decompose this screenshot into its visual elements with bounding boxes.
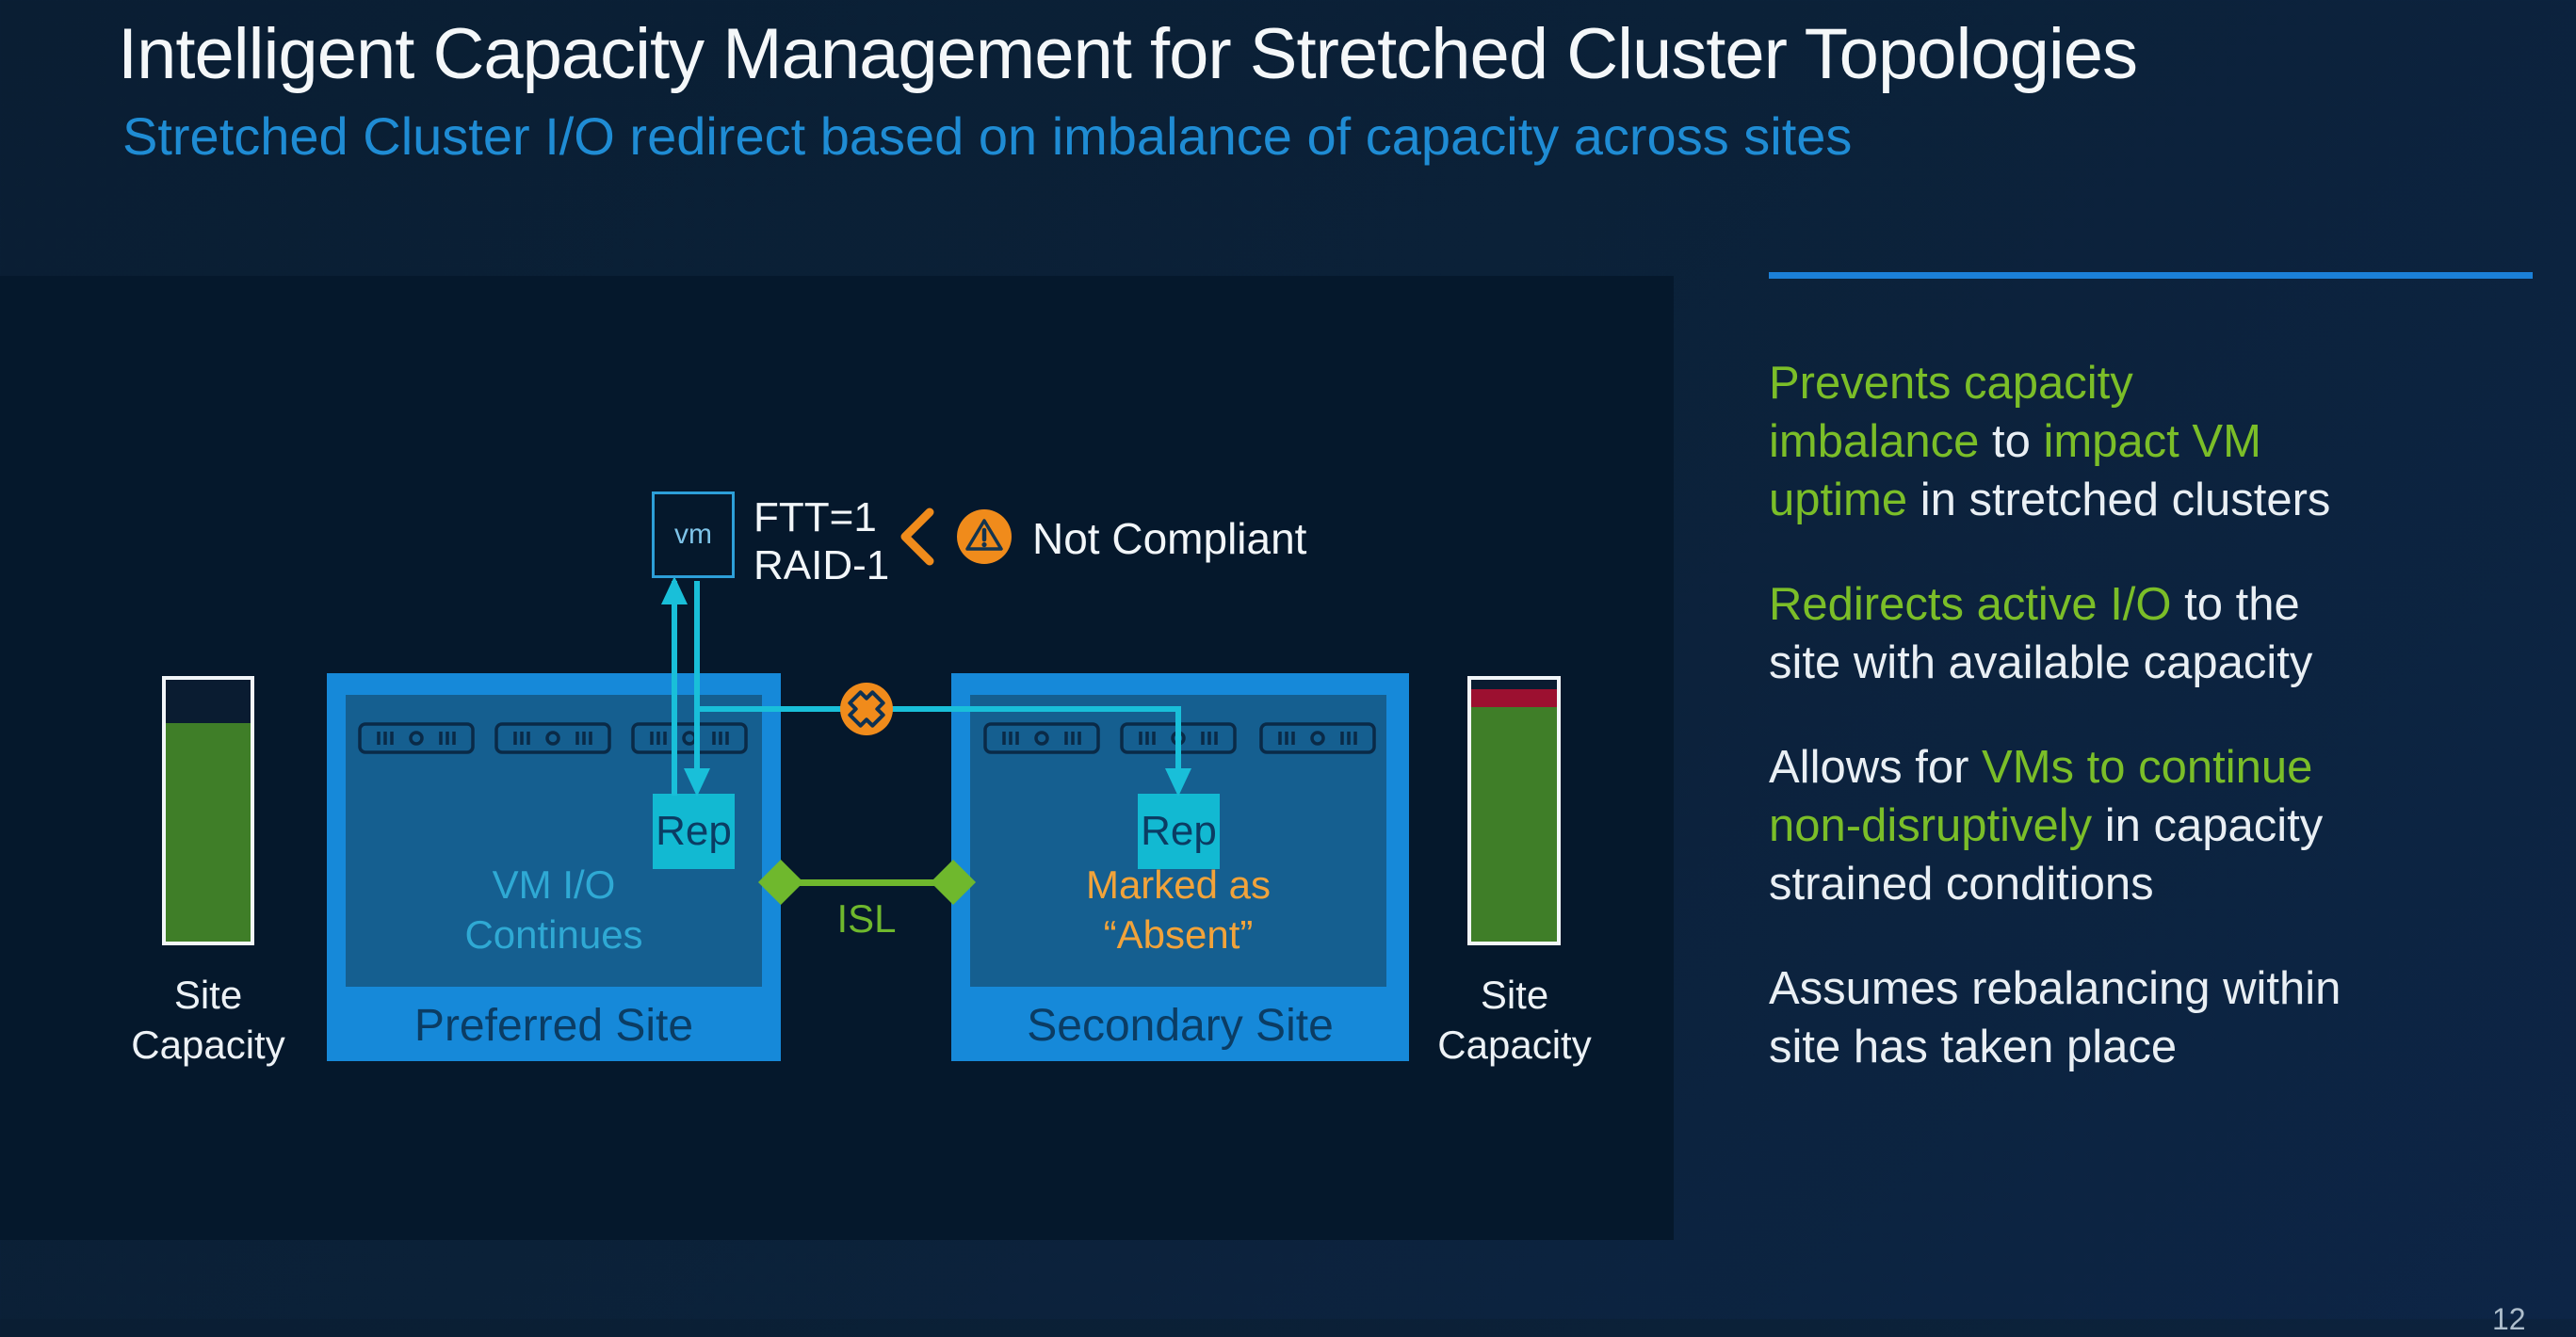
arrow-down-icon xyxy=(684,768,710,797)
arrow-up-icon xyxy=(661,576,688,604)
site-capacity-bar-right xyxy=(1467,676,1561,945)
isl-link-line xyxy=(781,879,953,886)
capacity-segment-used xyxy=(166,722,251,942)
vm-label: vm xyxy=(674,519,712,550)
arrow-down-icon xyxy=(1165,768,1191,797)
replica-box: Rep xyxy=(1138,794,1220,869)
replica-box: Rep xyxy=(653,794,735,869)
page-title: Intelligent Capacity Management for Stre… xyxy=(118,14,2138,94)
io-line-write xyxy=(694,581,700,771)
secondary-site-caption: Marked as“Absent” xyxy=(1085,862,1272,957)
capacity-segment-free xyxy=(166,680,251,723)
io-line-return xyxy=(672,581,677,796)
io-line-secondary xyxy=(1175,706,1181,770)
accent-divider-line xyxy=(1769,272,2533,279)
compliance-status: Not Compliant xyxy=(1032,514,1307,563)
server-icon xyxy=(1259,722,1376,754)
warning-icon xyxy=(957,509,1012,564)
server-icon xyxy=(983,722,1100,754)
server-icon xyxy=(494,722,611,754)
link-failure-x-icon xyxy=(840,683,893,735)
chevron-left-icon xyxy=(900,507,934,566)
capacity-segment-free xyxy=(1471,680,1557,689)
site-capacity-bar-left xyxy=(162,676,254,945)
isl-label: ISL xyxy=(836,896,897,941)
preferred-site-label: Preferred Site xyxy=(413,1001,694,1051)
page-subtitle: Stretched Cluster I/O redirect based on … xyxy=(122,106,1853,166)
server-icon xyxy=(631,722,748,754)
secondary-site-label: Secondary Site xyxy=(1027,1001,1334,1051)
vm-box: vm xyxy=(652,491,735,578)
capacity-segment-alert xyxy=(1471,688,1557,708)
capacity-segment-used xyxy=(1471,707,1557,942)
page-number: 12 xyxy=(2492,1302,2526,1336)
io-line-cross-site xyxy=(694,706,1178,712)
server-icon xyxy=(358,722,475,754)
